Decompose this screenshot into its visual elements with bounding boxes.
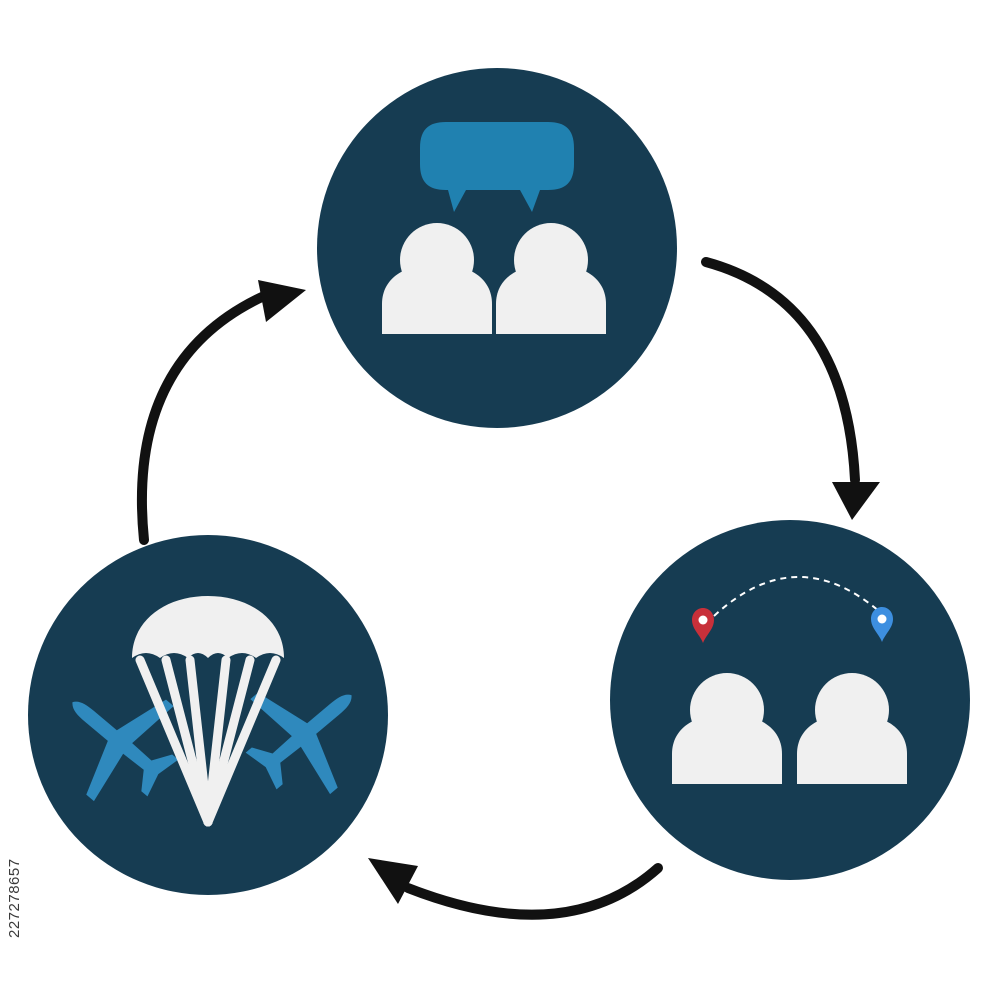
node-circle <box>28 535 388 895</box>
arrow-travel-to-airdrop <box>368 858 663 920</box>
parachute-icon <box>132 596 284 827</box>
speech-bubble-icon <box>420 122 574 212</box>
node-conversation <box>317 68 677 428</box>
node-circle <box>610 520 970 880</box>
stock-id-label: 227278657 <box>6 858 23 938</box>
route-dashed-line-icon <box>713 576 881 617</box>
node-airdrop <box>28 535 392 895</box>
arrow-conversation-to-travel <box>701 257 880 520</box>
node-circle <box>317 68 677 428</box>
node-travel <box>610 520 970 880</box>
arrow-airdrop-to-conversation <box>136 280 306 545</box>
